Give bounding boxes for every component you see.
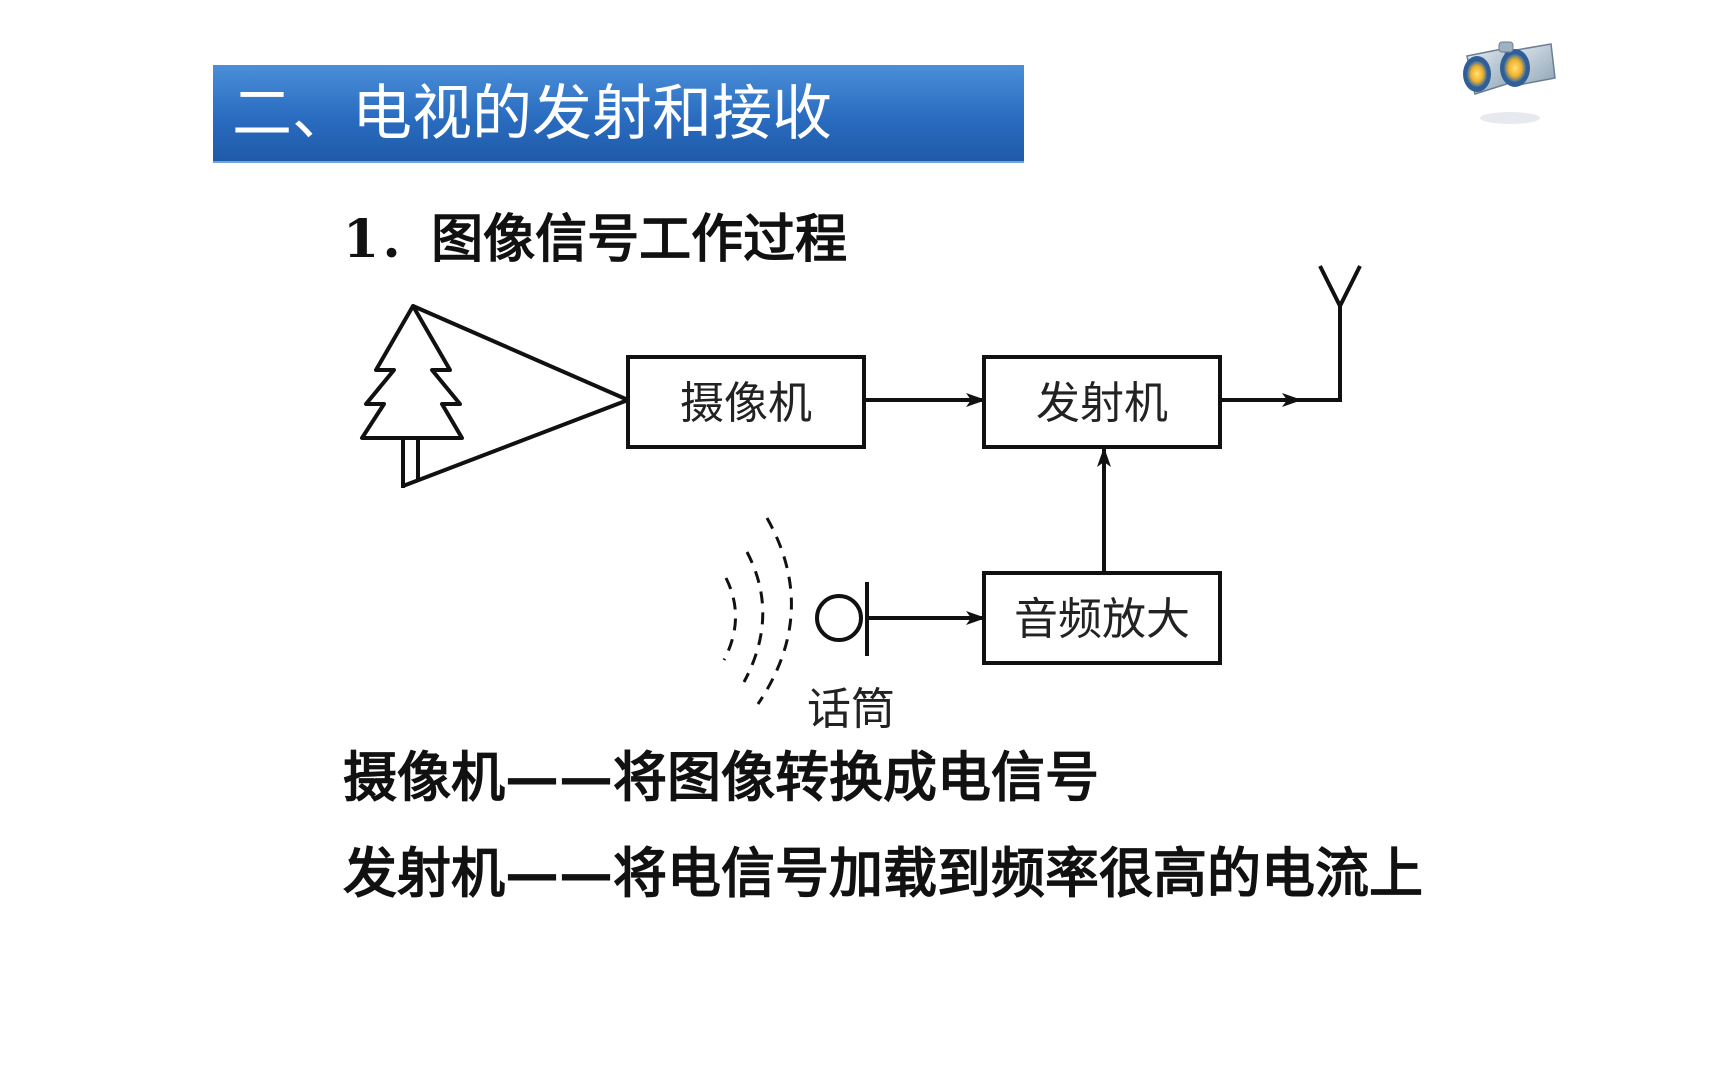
title-bar [213, 65, 1024, 163]
slide-title: 二、电视的发射和接收 [232, 79, 832, 149]
microphone-icon [815, 582, 869, 656]
transmitter-label: 发射机 [1036, 378, 1168, 429]
binoculars-icon [1463, 41, 1556, 124]
camera-label: 摄像机 [680, 378, 812, 429]
audio-amp-label: 音频放大 [1014, 594, 1190, 645]
tree-icon [360, 304, 464, 488]
camera-description: 摄像机——将图像转换成电信号 [343, 745, 1099, 809]
transmitter-description: 发射机——将电信号加载到频率很高的电流上 [343, 841, 1423, 905]
microphone-label: 话筒 [807, 684, 895, 735]
camera-view-cone [402, 304, 629, 488]
antenna-icon [1298, 265, 1362, 402]
section-subtitle: 1．图像信号工作过程 [343, 209, 848, 270]
sound-waves-icon [722, 517, 793, 705]
